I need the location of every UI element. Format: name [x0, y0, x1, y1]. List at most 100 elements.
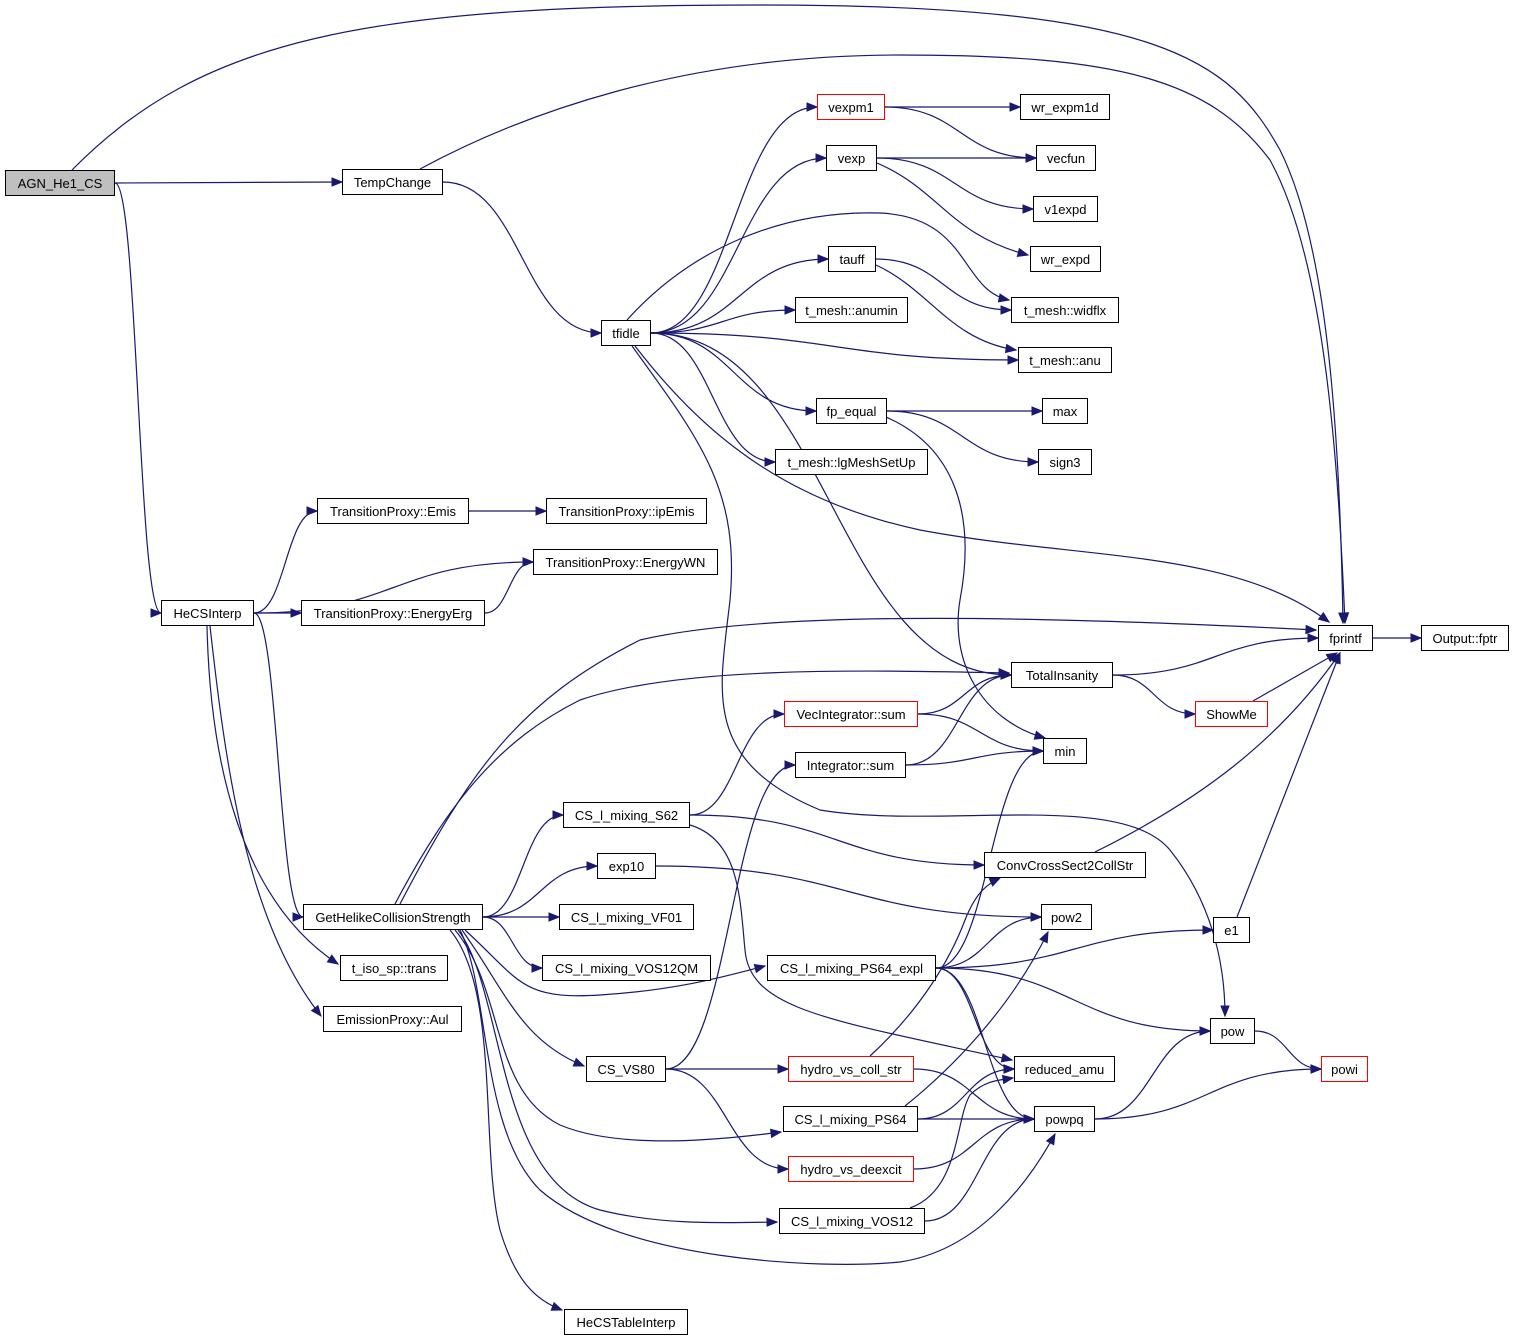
- edge-GetHelike-to-VOS12QM: [482, 916, 544, 973]
- node-powi[interactable]: powi: [1321, 1056, 1368, 1082]
- edge-TempChange-to-fprintf: [419, 54, 1350, 625]
- node-vecsum[interactable]: VecIntegrator::sum: [784, 701, 918, 727]
- edge-HeCSInterp-to-GetHelike: [253, 612, 305, 922]
- node-exp10[interactable]: exp10: [597, 853, 656, 879]
- edge-S62-to-ConvCS: [689, 814, 986, 870]
- edge-HeCSInterp-to-EnergyErg: [254, 608, 303, 618]
- edge-hydro_coll-to-ConvCS: [869, 877, 1002, 1057]
- edge-fp_equal-to-max: [886, 406, 1044, 416]
- edge-GetHelike-to-PS64expl: [464, 929, 767, 997]
- edge-tfidle-to-anumin: [650, 305, 797, 334]
- edge-tfidle-to-vexp: [650, 153, 828, 334]
- node-hecstable[interactable]: HeCSTableInterp: [564, 1309, 688, 1335]
- node-sign3[interactable]: sign3: [1038, 449, 1092, 475]
- edge-fp_equal-to-sign3: [886, 410, 1040, 467]
- node-vexp[interactable]: vexp: [826, 145, 877, 171]
- node-fptr[interactable]: Output::fptr: [1421, 625, 1509, 651]
- node-emis[interactable]: TransitionProxy::Emis: [317, 498, 469, 524]
- edge-powpq-to-powi: [1094, 1064, 1323, 1120]
- edge-TempChange-to-tfidle: [442, 181, 603, 338]
- edge-VOS12-to-reduced_amu: [909, 1074, 1015, 1209]
- node-wr-expm1d[interactable]: wr_expm1d: [1020, 94, 1110, 120]
- node-hecsinterp[interactable]: HeCSInterp: [161, 600, 254, 626]
- node-vos12[interactable]: CS_l_mixing_VOS12: [779, 1208, 925, 1234]
- node-trans[interactable]: t_iso_sp::trans: [340, 955, 448, 981]
- edge-TotalInsanity-to-fprintf: [1112, 633, 1320, 676]
- edge-VOS12-to-powpq: [924, 1114, 1036, 1222]
- node-aul[interactable]: EmissionProxy::Aul: [323, 1006, 462, 1032]
- node-reduced-amu[interactable]: reduced_amu: [1014, 1056, 1115, 1082]
- node-energyerg[interactable]: TransitionProxy::EnergyErg: [301, 600, 485, 626]
- node-pow2[interactable]: pow2: [1041, 904, 1092, 930]
- node-min[interactable]: min: [1043, 738, 1087, 764]
- edge-tfidle-to-lgMeshSetUp: [650, 332, 777, 467]
- node-powpq[interactable]: powpq: [1034, 1106, 1095, 1132]
- node-vf01[interactable]: CS_l_mixing_VF01: [559, 904, 694, 930]
- edge-tfidle-to-fprintf: [634, 345, 1331, 623]
- edge-fprintf-to-fptr: [1372, 633, 1423, 643]
- node-fprintf[interactable]: fprintf: [1318, 625, 1373, 651]
- node-tauff[interactable]: tauff: [828, 246, 876, 272]
- edge-S62-to-VecSum: [689, 709, 786, 816]
- edge-PS64-to-pow2: [904, 930, 1049, 1107]
- edge-AGN_He1_CS-to-TempChange: [114, 177, 344, 187]
- edge-EnergyErg-to-EnergyWN: [484, 557, 535, 614]
- edge-tfidle-to-vexpm1: [650, 102, 819, 334]
- edge-vexpm1-to-wr_expm1d: [885, 102, 1022, 112]
- edge-GetHelike-to-VOS12: [457, 929, 779, 1227]
- node-energywn[interactable]: TransitionProxy::EnergyWN: [533, 549, 718, 575]
- node-max[interactable]: max: [1042, 398, 1088, 424]
- node-anu[interactable]: t_mesh::anu: [1018, 347, 1112, 373]
- edge-vexp-to-wr_expd: [876, 162, 1030, 257]
- edge-S62-to-reduced_amu: [689, 824, 1014, 1063]
- edge-vexp-to-v1expd: [876, 157, 1035, 214]
- edge-vexp-to-vecfun: [876, 153, 1038, 163]
- node-pow[interactable]: pow: [1210, 1018, 1255, 1044]
- node-widflx[interactable]: t_mesh::widflx: [1011, 297, 1119, 323]
- node-tempchange[interactable]: TempChange: [342, 169, 443, 195]
- node-showme[interactable]: ShowMe: [1195, 701, 1268, 727]
- edge-e1-to-fprintf: [1236, 651, 1341, 918]
- edge-tfidle-to-widflx: [626, 212, 1011, 321]
- node-ipemis[interactable]: TransitionProxy::ipEmis: [546, 498, 707, 524]
- edge-tfidle-to-tauff: [650, 254, 830, 334]
- edge-PS64-to-reduced_amu: [917, 1064, 1016, 1120]
- node-vos12qm[interactable]: CS_l_mixing_VOS12QM: [542, 955, 711, 981]
- edge-TotalInsanity-to-ShowMe: [1112, 674, 1197, 719]
- edge-PS64expl-to-e1: [935, 925, 1215, 969]
- node-ps64[interactable]: CS_l_mixing_PS64: [783, 1106, 918, 1132]
- node-vs80[interactable]: CS_VS80: [586, 1056, 666, 1082]
- edge-vexpm1-to-vecfun: [884, 106, 1038, 163]
- edge-GetHelike-to-TotalInsanity: [394, 668, 1011, 905]
- node-wr-expd[interactable]: wr_expd: [1030, 246, 1101, 272]
- node-gethelike[interactable]: GetHelikeCollisionStrength: [303, 904, 483, 930]
- node-vexpm1[interactable]: vexpm1: [817, 94, 885, 120]
- node-v1expd[interactable]: v1expd: [1033, 196, 1098, 222]
- node-anumin[interactable]: t_mesh::anumin: [795, 297, 908, 323]
- node-fp-equal[interactable]: fp_equal: [816, 398, 887, 424]
- edge-GetHelike-to-exp10: [482, 861, 599, 918]
- edge-GetHelike-to-PS64: [454, 929, 783, 1142]
- node-vecfun[interactable]: vecfun: [1036, 145, 1096, 171]
- node-agn-he1-cs: AGN_He1_CS: [5, 170, 115, 196]
- node-lgmeshsetup[interactable]: t_mesh::lgMeshSetUp: [775, 449, 928, 475]
- node-ps64expl[interactable]: CS_l_mixing_PS64_expl: [767, 955, 936, 981]
- node-totalinsanity[interactable]: TotalInsanity: [1011, 662, 1113, 688]
- edge-IntSum-to-TotalInsanity: [905, 670, 1013, 766]
- node-s62[interactable]: CS_l_mixing_S62: [563, 802, 690, 828]
- edge-fp_equal-to-min: [869, 410, 1047, 740]
- edge-GetHelike-to-VF01: [483, 912, 561, 922]
- edge-tfidle-to-anu: [650, 332, 1020, 365]
- edge-VS80-to-hydro_coll: [666, 1064, 790, 1074]
- edge-Emis-to-ipEmis: [469, 506, 548, 516]
- node-tfidle[interactable]: tfidle: [601, 320, 651, 346]
- edge-GetHelike-to-VS80: [461, 929, 586, 1067]
- node-intsum[interactable]: Integrator::sum: [795, 752, 906, 778]
- edge-PS64expl-to-powpq: [935, 967, 1036, 1124]
- edge-AGN_He1_CS-to-fprintf: [71, 4, 1348, 625]
- node-hydro-coll[interactable]: hydro_vs_coll_str: [788, 1056, 914, 1082]
- node-hydro-deex[interactable]: hydro_vs_deexcit: [788, 1156, 914, 1182]
- node-e1[interactable]: e1: [1213, 917, 1250, 943]
- node-convcs[interactable]: ConvCrossSect2CollStr: [984, 852, 1146, 878]
